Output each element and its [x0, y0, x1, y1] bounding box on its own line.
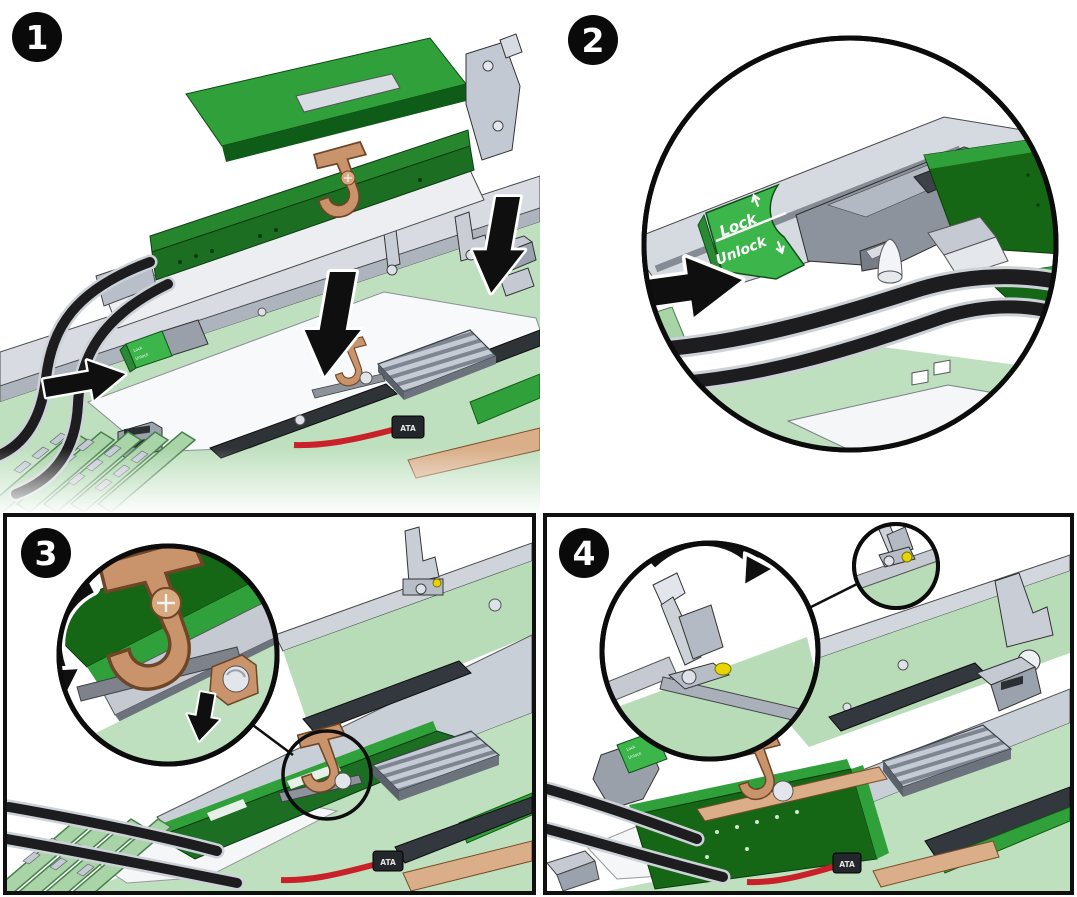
step2-callout: Lock Unlock: [641, 35, 1059, 453]
bracket-latch-zoom: [652, 572, 732, 690]
riser-card-assembly: [95, 33, 523, 329]
step-number: 4: [572, 533, 596, 573]
pcie-slot: [302, 660, 472, 734]
ata-label: ATA: [380, 858, 396, 867]
pci-bracket: [465, 33, 523, 161]
step-badge-3: 3: [21, 528, 71, 578]
cables: [547, 781, 731, 885]
pcie-slot: [924, 786, 1070, 860]
panel-step-2: Lock Unlock: [628, 25, 1077, 465]
lock-label-tiny: Lock: [133, 345, 144, 353]
sata-cable: [280, 862, 374, 884]
lock-label-tiny: Lock: [626, 744, 637, 752]
step1-illustration: ATA: [0, 33, 540, 512]
unlock-down-arrow-icon: [775, 241, 785, 255]
copper-latch-location: [278, 722, 363, 803]
step-number: 2: [581, 20, 605, 60]
ata-label: ATA: [839, 860, 855, 869]
heatsink: [376, 329, 498, 400]
unlock-label-tiny: Unlock: [628, 750, 643, 760]
sata-cable: [293, 427, 393, 449]
sata-cable: [746, 864, 834, 886]
edge-connector: [469, 373, 540, 425]
card-socket: [295, 73, 401, 113]
step-number: 3: [34, 533, 58, 573]
heatsink: [371, 730, 501, 801]
panel-step-4: Lock Unlock ATA: [543, 513, 1074, 895]
callout-leader-line: [249, 721, 294, 757]
step4-illustration: Lock Unlock ATA: [547, 522, 1070, 891]
ata-connector: ATA: [746, 852, 862, 886]
ata-connector: ATA: [293, 415, 425, 449]
location-circle: [281, 729, 373, 821]
rear-io-connectors: [976, 572, 1054, 712]
step-badge-1: 1: [12, 12, 62, 62]
panel-step-3: ATA: [3, 513, 536, 895]
cables: [644, 266, 1056, 395]
lock-up-arrow-icon: [751, 193, 761, 207]
copper-latch-zoom: [97, 546, 259, 706]
corner-connector: [547, 850, 600, 891]
copper-retainer-clip: [311, 336, 386, 399]
tan-bracket: [402, 840, 532, 891]
white-card: [786, 359, 1031, 450]
step-badge-2: 2: [568, 15, 618, 65]
callout-circle-group: [599, 540, 821, 762]
step-number: 1: [25, 17, 49, 57]
ata-label: ATA: [400, 424, 416, 433]
press-down-arrow-icon: [185, 690, 222, 743]
edge-fade: [0, 448, 540, 512]
lock-latch-small: Lock Unlock: [119, 319, 209, 373]
callout-circle-group: [56, 543, 280, 767]
step-badge-4: 4: [559, 528, 609, 578]
copper-clip-hanging: [313, 141, 367, 218]
unlock-label-tiny: Unlock: [135, 351, 150, 361]
ata-connector: ATA: [280, 850, 404, 884]
callout-leader-line: [802, 581, 860, 613]
location-circle-group: [852, 522, 940, 610]
copper-retainer-clip: [696, 733, 888, 822]
tan-bracket: [872, 840, 1000, 888]
standoff-screw: [257, 307, 267, 317]
step3-illustration: ATA: [7, 526, 532, 891]
guide-post: [877, 238, 903, 284]
standoff-screw: [294, 414, 306, 426]
panel-step-1: ATA: [0, 0, 540, 512]
riser-board: [151, 145, 475, 281]
cables: [7, 799, 245, 891]
rear-bracket: [402, 526, 444, 596]
heatsink: [882, 724, 1013, 797]
